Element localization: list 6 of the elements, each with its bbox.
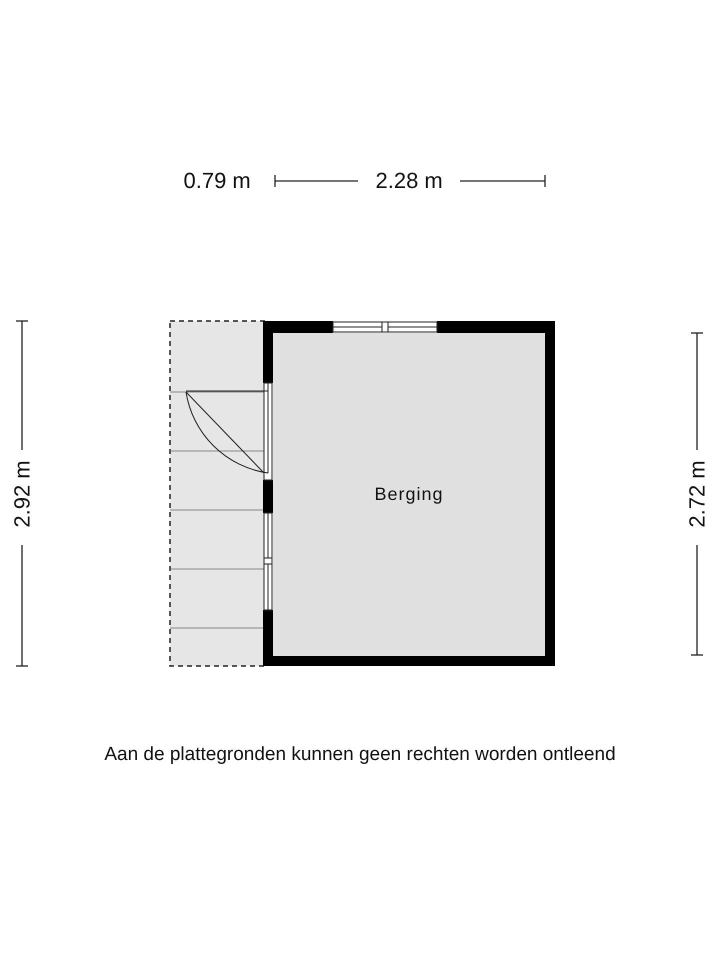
- dimension-label: 2.72 m: [686, 460, 708, 528]
- disclaimer-text: Aan de plattegronden kunnen geen rechten worden ontleend: [103, 744, 617, 766]
- dimension-label: 2.92 m: [11, 460, 34, 528]
- dimension-label: 2.28 m: [376, 170, 443, 192]
- dimension-label: 0.79 m: [184, 170, 251, 192]
- room-name: Berging: [374, 484, 444, 505]
